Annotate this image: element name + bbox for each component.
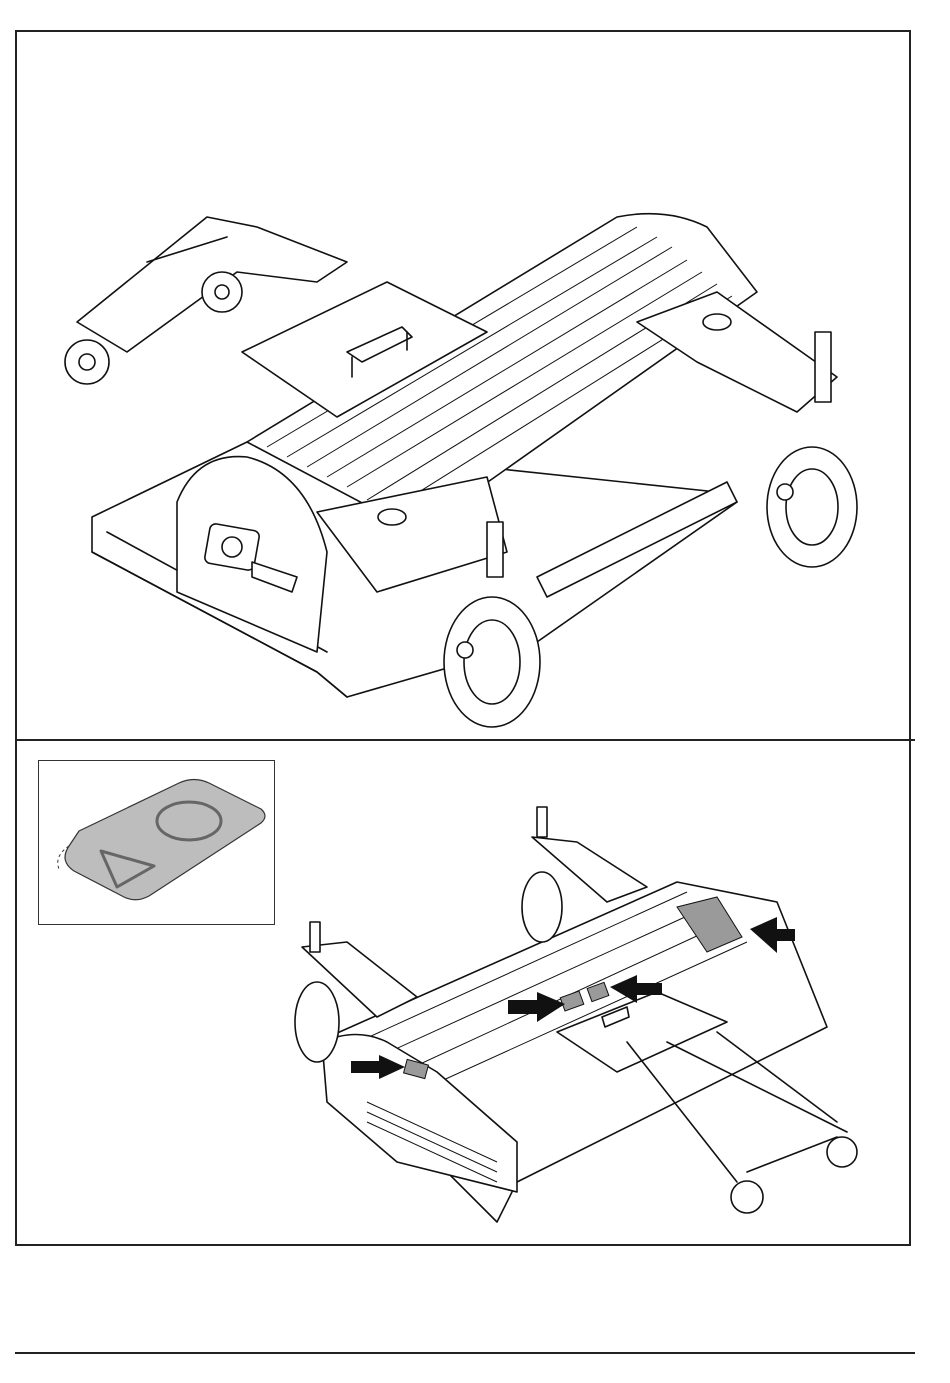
decal-sheet-icon xyxy=(65,780,265,900)
inset-decal-detail xyxy=(38,760,275,925)
figure-mower-deck xyxy=(17,32,909,738)
footer-rule xyxy=(15,1352,915,1354)
front-wheel-bottom-left xyxy=(731,1181,763,1213)
front-wheel-bottom-right xyxy=(827,1137,857,1167)
figure-divider xyxy=(15,739,915,741)
